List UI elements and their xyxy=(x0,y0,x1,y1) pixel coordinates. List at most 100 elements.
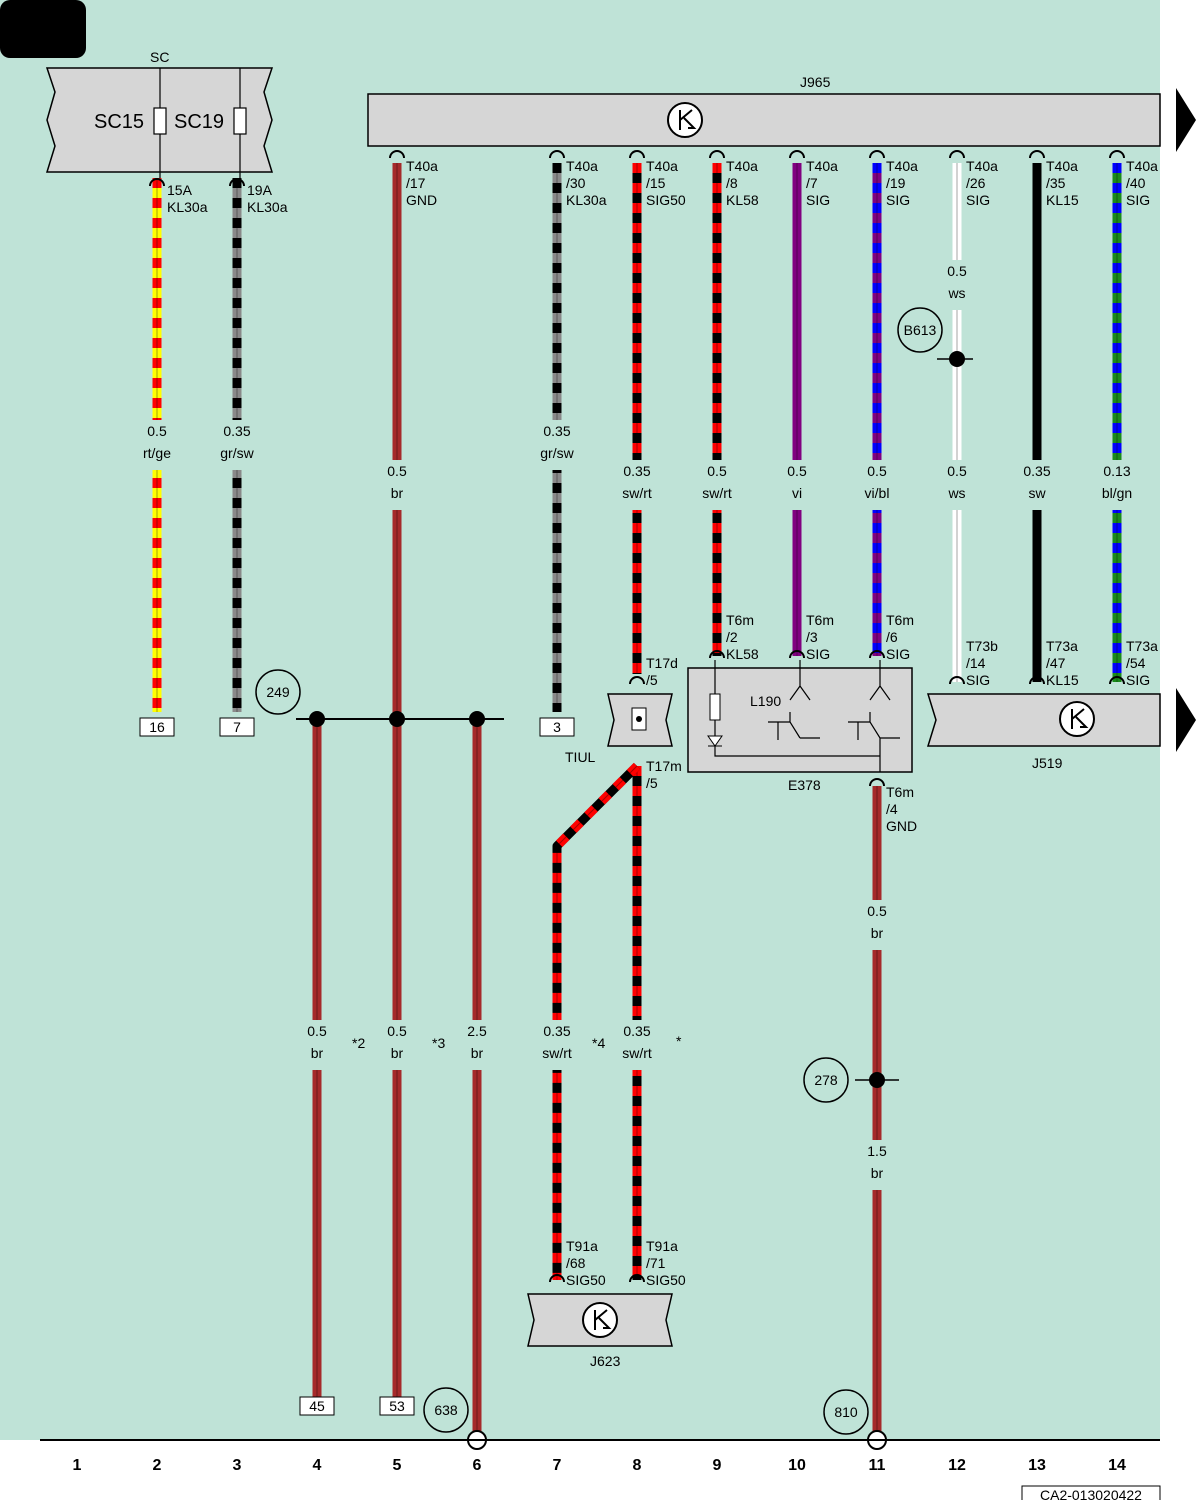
terminal-label-t40a-26: T40a xyxy=(966,158,998,174)
connector-box xyxy=(139,717,175,737)
wire-label-bg xyxy=(133,420,181,470)
wire-color-w7: gr/sw xyxy=(540,445,574,461)
wire-color-w4: br xyxy=(311,1045,324,1061)
wire-size-w13: 0.35 xyxy=(1023,463,1050,479)
wire-label-bg xyxy=(213,420,261,470)
module-j623: J623 xyxy=(527,1293,673,1369)
wire-size-w6: 2.5 xyxy=(467,1023,487,1039)
wire-size-w11a: 0.5 xyxy=(867,463,887,479)
wire-color-w11a: vi/bl xyxy=(865,485,890,501)
terminal-label-t40a-7: T40a xyxy=(806,158,838,174)
terminal-label-t40a-8: T40a xyxy=(726,158,758,174)
terminal-fork-symbol xyxy=(629,150,645,159)
wire-label-bg xyxy=(293,1020,341,1070)
terminal-fork-symbol xyxy=(709,650,725,659)
wire-label-bg xyxy=(533,1020,581,1070)
terminal-label-t40a-8: KL58 xyxy=(726,192,759,208)
terminal-fork-symbol xyxy=(1029,676,1045,685)
l190-label: L190 xyxy=(750,693,781,709)
terminal-label-sc15-out: 15A xyxy=(167,182,193,198)
column-number: 7 xyxy=(553,1457,562,1474)
terminal-label-t40a-26: /26 xyxy=(966,175,986,191)
terminal-label-t17m-5: T17m xyxy=(646,758,682,774)
terminal-label-t6m-2: KL58 xyxy=(726,646,759,662)
terminal-label-t6m-3: /3 xyxy=(806,629,818,645)
footnote-marker: *2 xyxy=(352,1035,365,1051)
connector-box xyxy=(299,1396,335,1416)
terminal-label-t91a-68: T91a xyxy=(566,1238,598,1254)
connector-box xyxy=(379,1396,415,1416)
lamp-l190-symbol xyxy=(709,693,721,721)
e378-label: E378 xyxy=(788,777,821,793)
terminal-label-t73b-14: SIG xyxy=(966,672,990,688)
wire-label-bg xyxy=(613,1020,661,1070)
wire-label-bg xyxy=(693,460,741,510)
terminal-label-sc19-out: 19A xyxy=(247,182,273,198)
terminal-fork-symbol xyxy=(149,178,165,187)
terminal-fork-symbol xyxy=(789,150,805,159)
terminal-label-t6m-2: T6m xyxy=(726,612,754,628)
column-number: 14 xyxy=(1108,1457,1126,1474)
terminal-fork-symbol xyxy=(229,178,245,187)
terminal-label-t40a-8: /8 xyxy=(726,175,738,191)
column-number: 9 xyxy=(713,1457,722,1474)
column-number: 1 xyxy=(73,1457,82,1474)
switch-contact-symbol xyxy=(768,712,820,740)
terminal-label-t6m-2: /2 xyxy=(726,629,738,645)
terminal-label-t40a-15: /15 xyxy=(646,175,666,191)
wire-label-bg xyxy=(933,460,981,510)
footnote-marker: *3 xyxy=(432,1035,445,1051)
terminal-label-t91a-68: /68 xyxy=(566,1255,586,1271)
ref-circle xyxy=(897,307,943,353)
wire-label-bg xyxy=(773,460,821,510)
wire-label-bg xyxy=(613,460,661,510)
terminal-label-t40a-19: SIG xyxy=(886,192,910,208)
j519-label: J519 xyxy=(1032,755,1063,771)
column-number: 13 xyxy=(1028,1457,1046,1474)
terminal-label-t73a-47: T73a xyxy=(1046,638,1078,654)
wire-size-w9: 0.5 xyxy=(707,463,727,479)
wire-color-w11c: br xyxy=(871,1165,884,1181)
terminal-fork-symbol xyxy=(949,676,965,685)
ref-label: 638 xyxy=(434,1402,458,1418)
terminal-label-t40a-19: /19 xyxy=(886,175,906,191)
tiul-label: TIUL xyxy=(565,749,596,765)
wire-label-bg xyxy=(853,460,901,510)
column-number: 2 xyxy=(153,1457,162,1474)
wire-label-bg xyxy=(533,420,581,470)
wire-size-w8a: 0.35 xyxy=(623,463,650,479)
terminal-label-t73b-14: /14 xyxy=(966,655,986,671)
terminal-fork-symbol xyxy=(709,150,725,159)
module-j519: J519 xyxy=(926,688,1196,771)
wire-color-w7b: sw/rt xyxy=(542,1045,572,1061)
terminal-label-t6m-4: T6m xyxy=(886,784,914,800)
terminal-label-t6m-3: T6m xyxy=(806,612,834,628)
wire-col7-bottom-edge xyxy=(556,765,638,1280)
terminal-fork-symbol xyxy=(1109,150,1125,159)
terminal-fork-symbol xyxy=(629,676,645,685)
wire-color-w10: vi xyxy=(792,485,802,501)
ref-label: 249 xyxy=(266,684,290,700)
terminal-label-t40a-30: T40a xyxy=(566,158,598,174)
wire-label-bg xyxy=(1013,460,1061,510)
connector-tiul: TIUL xyxy=(565,693,673,765)
wire-color-w5b: br xyxy=(391,1045,404,1061)
wire-col7-bottom-stripe xyxy=(552,762,641,1280)
terminal-fork-symbol xyxy=(1109,676,1125,685)
terminal-fork-symbol xyxy=(549,1274,565,1283)
wire-size-w8b: 0.35 xyxy=(623,1023,650,1039)
column-number: 4 xyxy=(313,1457,322,1474)
corner-block xyxy=(0,0,86,58)
terminal-label-t91a-71: SIG50 xyxy=(646,1272,686,1288)
terminal-label-t6m-4: /4 xyxy=(886,801,898,817)
footnote-marker: * xyxy=(676,1033,682,1049)
wire-size-w12a: 0.5 xyxy=(947,263,967,279)
terminal-label-t40a-17: T40a xyxy=(406,158,438,174)
ref-circle xyxy=(423,1387,469,1433)
connector-box-label: 45 xyxy=(309,1398,325,1414)
column-number: 10 xyxy=(788,1457,806,1474)
ref-label: 278 xyxy=(814,1072,838,1088)
terminal-label-t40a-30: /30 xyxy=(566,175,586,191)
column-number: 5 xyxy=(393,1457,402,1474)
